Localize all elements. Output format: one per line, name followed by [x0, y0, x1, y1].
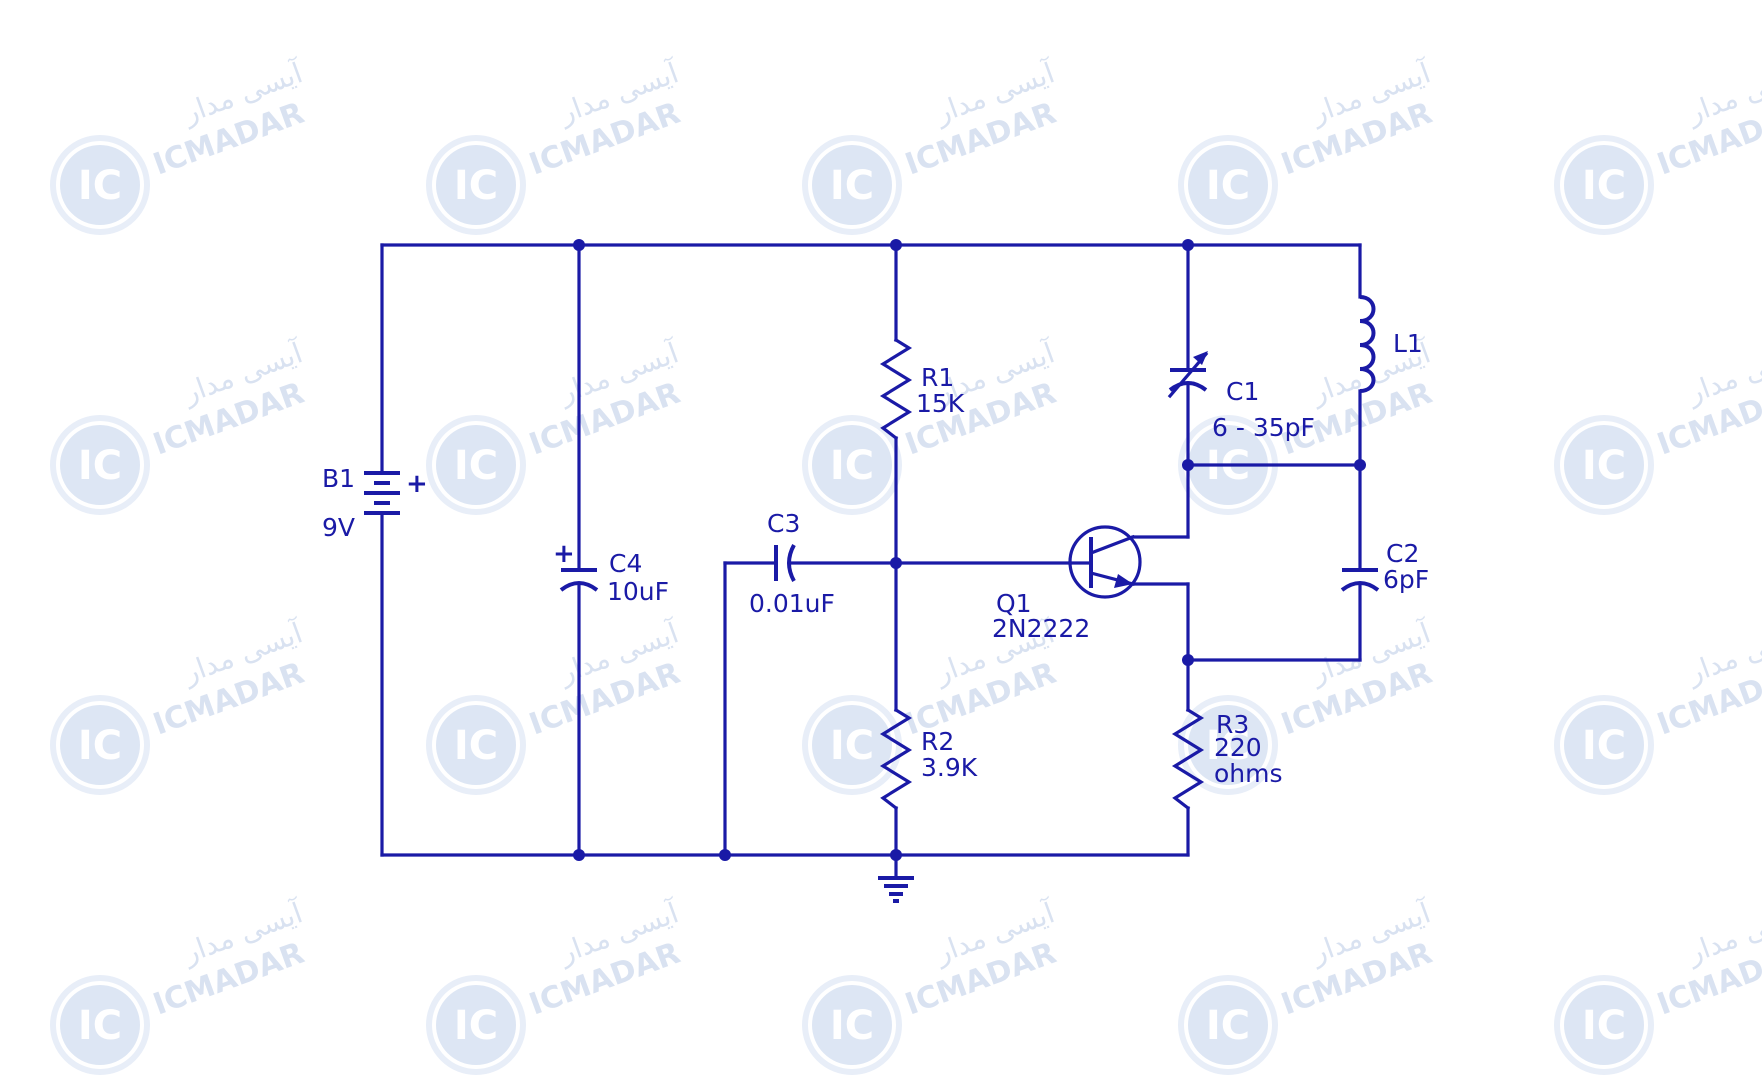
- variable-arrow-head: [1193, 351, 1208, 365]
- svg-text:IC: IC: [78, 443, 122, 489]
- svg-text:IC: IC: [78, 723, 122, 769]
- r1-label: R1: [921, 363, 954, 392]
- svg-text:IC: IC: [1582, 723, 1626, 769]
- svg-text:IC: IC: [454, 443, 498, 489]
- r1-value: 15K: [916, 389, 965, 418]
- junction-dot: [573, 239, 585, 251]
- r3-label: R3: [1216, 710, 1249, 739]
- resistor-zigzag: [879, 707, 913, 811]
- capacitor-curved-plate: [787, 544, 796, 582]
- r3-value: 220: [1214, 733, 1262, 762]
- capacitor-c4: + C4 10uF: [553, 539, 669, 606]
- battery-b1: + B1 9V: [322, 464, 428, 542]
- svg-text:IC: IC: [78, 163, 122, 209]
- b1-label: B1: [322, 464, 355, 493]
- wires: [380, 243, 1362, 880]
- c4-plus-sign: +: [553, 539, 575, 569]
- capacitor-c2: C2 6pF: [1340, 539, 1429, 594]
- svg-text:IC: IC: [78, 1003, 122, 1049]
- resistor-r2: R2 3.9K: [879, 707, 978, 811]
- c4-label: C4: [609, 549, 642, 578]
- c3-label: C3: [767, 509, 800, 538]
- c2-value: 6pF: [1383, 565, 1429, 594]
- capacitor-curved-plate: [559, 581, 599, 592]
- junction-dot: [573, 849, 585, 861]
- svg-text:IC: IC: [454, 1003, 498, 1049]
- svg-text:IC: IC: [1206, 1003, 1250, 1049]
- svg-text:IC: IC: [1206, 163, 1250, 209]
- resistor-r3: R3 220 ohms: [1171, 707, 1283, 811]
- transistor-collector-lead: [1088, 534, 1136, 556]
- c4-value: 10uF: [607, 577, 669, 606]
- svg-text:IC: IC: [830, 1003, 874, 1049]
- junction-dot: [890, 849, 902, 861]
- l1-label: L1: [1393, 329, 1423, 358]
- svg-text:IC: IC: [1582, 1003, 1626, 1049]
- svg-text:IC: IC: [1206, 723, 1250, 769]
- junction-dot: [890, 239, 902, 251]
- c1-label: C1: [1226, 377, 1259, 406]
- r3-unit: ohms: [1214, 759, 1283, 788]
- capacitor-curved-plate: [1340, 581, 1380, 592]
- resistor-r1: R1 15K: [879, 337, 965, 441]
- svg-text:IC: IC: [1582, 163, 1626, 209]
- capacitor-c1: C1 6 - 35pF: [1167, 351, 1315, 442]
- junction-dot: [1354, 459, 1366, 471]
- junction-dot: [1182, 654, 1194, 666]
- c1-value: 6 - 35pF: [1212, 413, 1315, 442]
- c2-label: C2: [1386, 539, 1419, 568]
- battery-plus-sign: +: [406, 469, 428, 499]
- inductor-l1: L1: [1359, 295, 1423, 393]
- q1-label: Q1: [996, 589, 1032, 618]
- svg-text:IC: IC: [1582, 443, 1626, 489]
- inductor-coil: [1359, 295, 1376, 393]
- emitter-arrow: [1114, 574, 1133, 588]
- svg-text:IC: IC: [830, 443, 874, 489]
- svg-text:IC: IC: [830, 723, 874, 769]
- ground-symbol: [878, 876, 914, 903]
- svg-text:IC: IC: [454, 163, 498, 209]
- b1-value: 9V: [322, 513, 355, 542]
- junction-dot: [1182, 239, 1194, 251]
- q1-value: 2N2222: [992, 614, 1090, 643]
- svg-text:IC: IC: [830, 163, 874, 209]
- junction-dot: [1182, 459, 1194, 471]
- resistor-zigzag: [879, 337, 913, 441]
- c3-value: 0.01uF: [749, 589, 835, 618]
- junctions: [573, 239, 1366, 861]
- junction-dot: [890, 557, 902, 569]
- r2-value: 3.9K: [921, 753, 978, 782]
- capacitor-curved-plate: [1168, 381, 1208, 392]
- resistor-zigzag: [1171, 707, 1205, 811]
- junction-dot: [719, 849, 731, 861]
- svg-text:IC: IC: [454, 723, 498, 769]
- transistor-q1: Q1 2N2222: [992, 525, 1142, 643]
- capacitor-c3: C3 0.01uF: [749, 509, 835, 618]
- r2-label: R2: [921, 727, 954, 756]
